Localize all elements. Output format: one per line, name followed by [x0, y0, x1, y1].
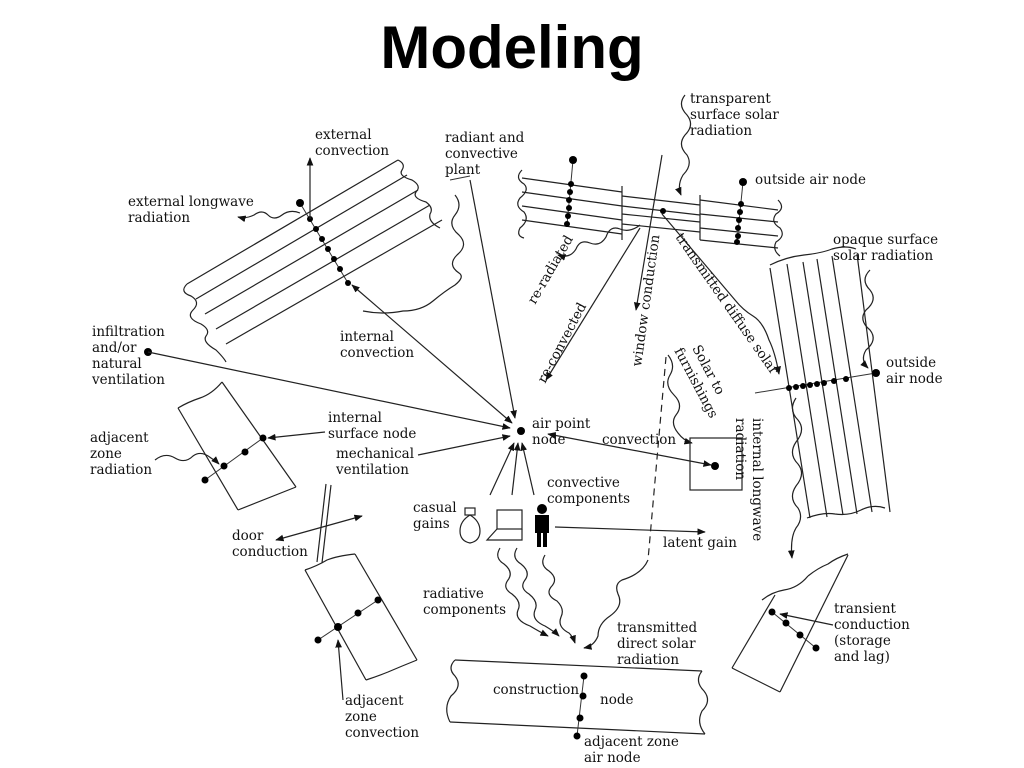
door [316, 483, 332, 564]
solar-furnishings-label: Solar tofurnishings [671, 337, 736, 421]
left-internal-wall [177, 381, 297, 511]
bottom-right-wall [731, 553, 849, 693]
latent-gain-label: latent gain [663, 535, 737, 551]
bottom-left-wall [304, 553, 418, 681]
external-wall-nodes [296, 199, 351, 286]
air-point-node [517, 427, 525, 435]
page-title: Modeling [380, 14, 644, 81]
construction-slab [446, 659, 709, 740]
laptop-icon [485, 509, 523, 541]
lightbulb-icon [459, 507, 481, 544]
re-convected-label: re-convected [534, 300, 590, 386]
convection-label: convection [602, 432, 676, 448]
re-radiated-label: re-radiated [525, 232, 577, 307]
internal-longwave-label: internal longwaveradiation [732, 418, 765, 541]
external-wall [183, 159, 443, 363]
node-label: node [600, 692, 633, 708]
window-assembly [517, 156, 783, 257]
opaque-wall [754, 246, 891, 519]
outside-air-node-top-label: outside air node [755, 172, 866, 188]
window-conduction-label: window conduction [629, 233, 663, 367]
construction-label: construction [493, 682, 579, 698]
person-icon [535, 504, 549, 547]
